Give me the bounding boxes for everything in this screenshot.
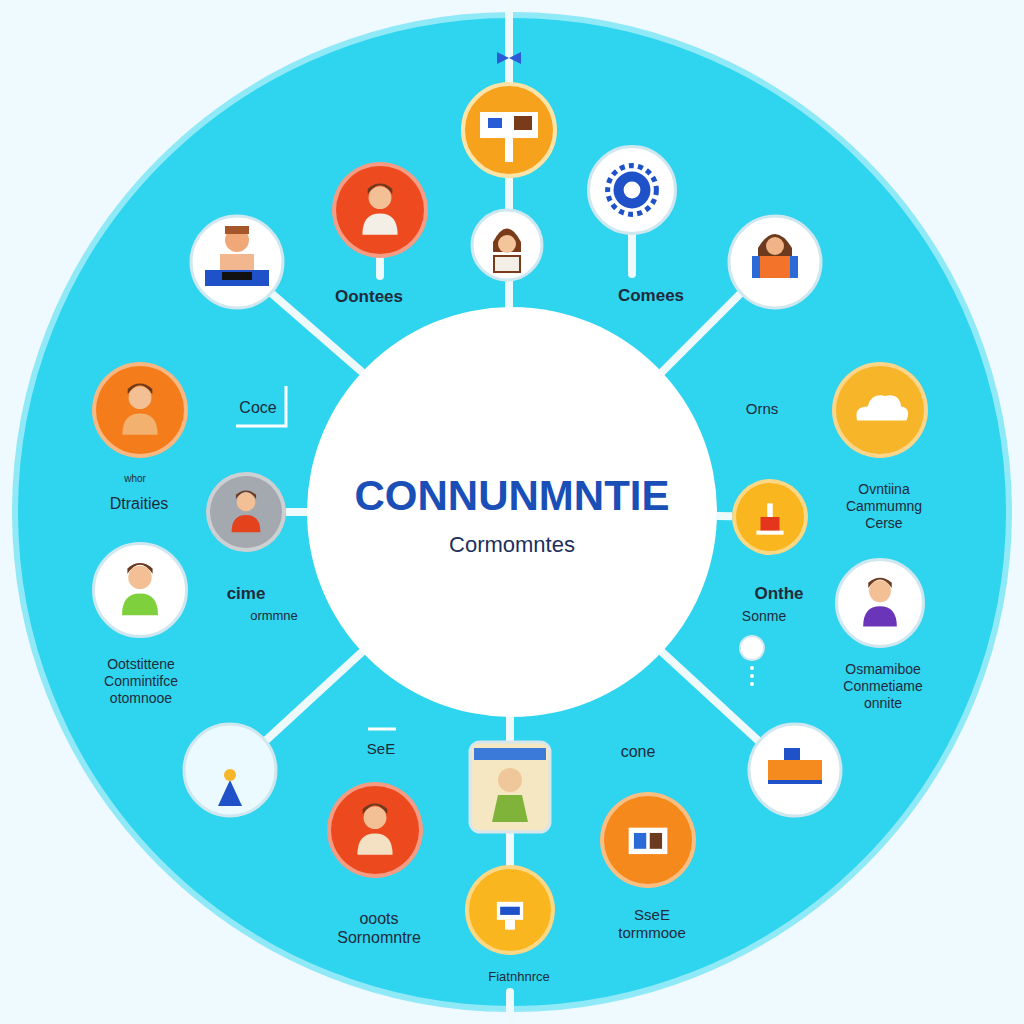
free-label: Coce xyxy=(239,399,276,417)
icon-art xyxy=(604,796,692,884)
badge-icon xyxy=(749,724,841,816)
icon-circle: Ootstittene Conmintifce otomnooe xyxy=(92,542,188,638)
hub-circle: CONNUNMNTIE Cormomntes xyxy=(307,307,717,717)
free-label: SeE xyxy=(367,740,395,757)
cyan-disc xyxy=(15,15,1009,1009)
small-bubble xyxy=(740,636,764,686)
picture-tile xyxy=(470,742,550,832)
node-caption: Fiatnhnrce xyxy=(488,969,549,985)
free-label: cone xyxy=(621,743,656,761)
icon-circle: ooots Sornomntre xyxy=(327,782,423,878)
icon-circle: Dtraities xyxy=(92,362,188,458)
bow-symbol xyxy=(497,52,521,64)
icon-circle: Oontees xyxy=(332,162,428,258)
spoke-connector xyxy=(286,508,307,516)
node-caption: ormmne xyxy=(250,608,298,624)
node-caption: SseE tormmooe xyxy=(602,906,702,942)
icon-art xyxy=(336,166,424,254)
node-caption: Sonme xyxy=(742,608,786,625)
icon-art xyxy=(590,148,674,232)
free-label: Orns xyxy=(746,400,779,417)
node-caption: Comees xyxy=(618,286,684,306)
see-bracket xyxy=(368,728,396,731)
icon-art xyxy=(838,561,922,645)
node-caption: Osmamiboe Conmetiame onnite xyxy=(825,661,941,711)
icon-art xyxy=(96,366,184,454)
icon-art xyxy=(469,869,551,951)
icon-art xyxy=(95,545,185,635)
spoke-connector xyxy=(717,512,732,520)
icon-art xyxy=(736,483,804,551)
person-icon xyxy=(191,216,283,308)
icon-art xyxy=(331,786,419,874)
free-label: whor xyxy=(124,473,146,484)
icon-art xyxy=(210,476,282,548)
icon-circle: OntheSonme xyxy=(732,479,808,555)
node-caption: ooots Sornomntre xyxy=(324,909,434,947)
disc-rim xyxy=(15,15,1009,1009)
icon-circle: Fiatnhnrce xyxy=(465,865,555,955)
node-caption: Ovntiina Cammumng Cerse xyxy=(828,481,940,531)
node-caption: Oontees xyxy=(335,287,403,307)
icon-circle: Osmamiboe Conmetiame onnite xyxy=(835,558,925,648)
icon-circle: cimeormmne xyxy=(206,472,286,552)
node-caption: Dtraities xyxy=(110,494,169,513)
node-caption: Ootstittene Conmintifce otomnooe xyxy=(85,656,197,706)
person-icon xyxy=(472,210,542,280)
node-caption: cime xyxy=(227,584,266,604)
hub-title: CONNUNMNTIE xyxy=(355,472,670,520)
hub-subtitle: Cormomntes xyxy=(449,532,575,558)
triangle-icon xyxy=(184,724,276,816)
node-caption: Onthe xyxy=(754,584,803,604)
coce-bracket xyxy=(236,386,286,426)
icon-circle: Comees xyxy=(587,145,677,235)
top-icon xyxy=(463,84,555,176)
spokes xyxy=(262,0,762,1024)
icon-circle: SseE tormmooe xyxy=(600,792,696,888)
icon-circle: Ovntiina Cammumng Cerse xyxy=(832,362,928,458)
person-icon xyxy=(729,216,821,308)
icon-art xyxy=(836,366,924,454)
